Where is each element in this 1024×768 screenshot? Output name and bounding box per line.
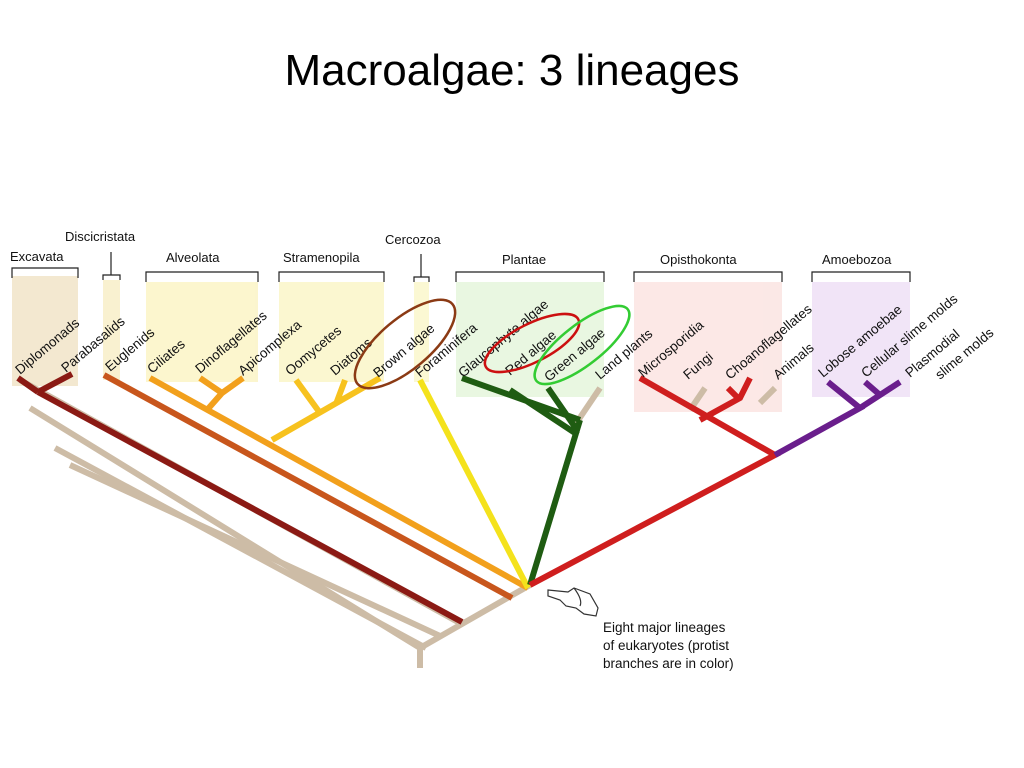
bracket-amoebozoa (811, 271, 911, 282)
bracket-discicristata (102, 252, 121, 280)
bracket-alveolata (145, 271, 259, 282)
annotation-line-1: Eight major lineages (603, 620, 726, 635)
branch-amoebozoa (773, 379, 902, 458)
bracket-plantae (455, 271, 605, 282)
branch-discicristata (102, 372, 514, 601)
panel-stramenopila (279, 282, 384, 382)
slide-title: Macroalgae: 3 lineages (284, 46, 740, 95)
group-brackets (11, 252, 911, 282)
branch-excavata (16, 371, 464, 625)
bracket-stramenopila (278, 271, 385, 282)
branch-plantae (460, 375, 583, 586)
branch-cercozoa (417, 378, 531, 590)
annotation-line-3: branches are in color) (603, 656, 734, 671)
branch-base-outer-3 (68, 462, 442, 639)
panel-alveolata (146, 282, 258, 382)
panel-amoebozoa (812, 282, 910, 397)
group-labels: Excavata Discicristata Alveolata Stramen… (10, 229, 892, 267)
group-label-amoebozoa: Amoebozoa (822, 252, 892, 267)
group-label-plantae: Plantae (502, 252, 546, 267)
panel-discicristata (103, 280, 120, 380)
bracket-opisthokonta (633, 271, 783, 282)
group-label-alveolata: Alveolata (166, 250, 220, 265)
highlight-circles (353, 298, 631, 390)
panel-plantae (456, 282, 604, 397)
panel-excavata (12, 276, 78, 386)
group-label-stramenopila: Stramenopila (283, 250, 360, 265)
pointing-hand-icon (547, 587, 599, 617)
bracket-cercozoa (413, 254, 430, 282)
branch-to-root (418, 582, 532, 651)
branch-alveolata (148, 375, 530, 591)
tree-branches (16, 371, 902, 668)
group-label-opisthokonta: Opisthokonta (660, 252, 737, 267)
green-algae-highlight-circle (533, 304, 631, 386)
annotation-line-2: of eukaryotes (protist (603, 638, 729, 653)
group-label-discicristata: Discicristata (65, 229, 136, 244)
branch-base-outer-2 (53, 445, 428, 651)
group-label-cercozoa: Cercozoa (385, 232, 441, 247)
bracket-excavata (11, 267, 79, 278)
branch-animals (757, 385, 778, 406)
group-panels (12, 276, 910, 412)
group-label-excavata: Excavata (10, 249, 64, 264)
brown-algae-highlight-circle (353, 298, 457, 390)
annotation-text: Eight major lineages of eukaryotes (prot… (603, 620, 734, 671)
